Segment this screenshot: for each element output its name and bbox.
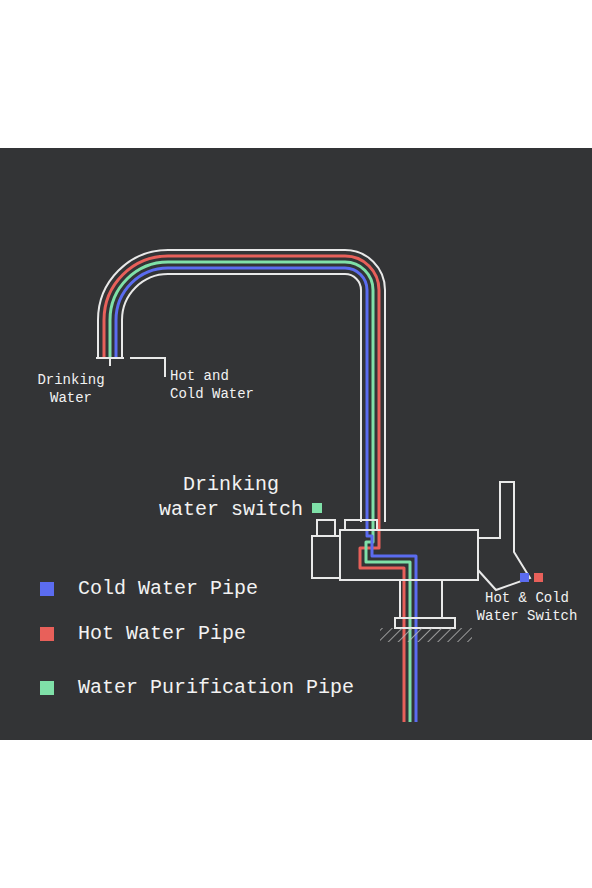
legend-row: Cold Water Pipe [40,577,258,600]
hot-switch-marker [534,573,543,582]
legend-text: Hot Water Pipe [78,622,246,645]
hot-cold-lever [478,482,530,590]
drinking-switch-cap [317,520,335,536]
legend-row: Hot Water Pipe [40,622,246,645]
faucet-flange [395,618,455,628]
cold-switch-marker [520,573,529,582]
faucet-body [340,530,478,580]
legend-swatch [40,582,54,596]
dark-panel [0,148,592,740]
purification-pipe [110,262,410,722]
legend-text: Cold Water Pipe [78,577,258,600]
callout-label: Hot & Cold Water Switch [470,590,584,625]
drinking-leader [109,358,111,366]
legend-row: Water Purification Pipe [40,676,354,699]
faucet-stem [400,580,442,618]
callout-label: Drinking water switch [150,472,312,522]
drinking-switch-knob [312,536,340,578]
callout-label: Hot and Cold Water [170,368,266,403]
spout-collar [345,520,377,530]
cold-water-pipe [116,268,416,722]
callout-label: Drinking Water [30,372,112,407]
legend-text: Water Purification Pipe [78,676,354,699]
spout-inner-wall [122,274,361,522]
spout-outer-wall [98,250,385,522]
legend-swatch [40,627,54,641]
hot-water-pipe [104,256,404,722]
legend-swatch [40,681,54,695]
mixed-water-leader [130,358,165,377]
drinking-switch-marker [312,503,322,513]
countertop-hatch [380,628,472,642]
